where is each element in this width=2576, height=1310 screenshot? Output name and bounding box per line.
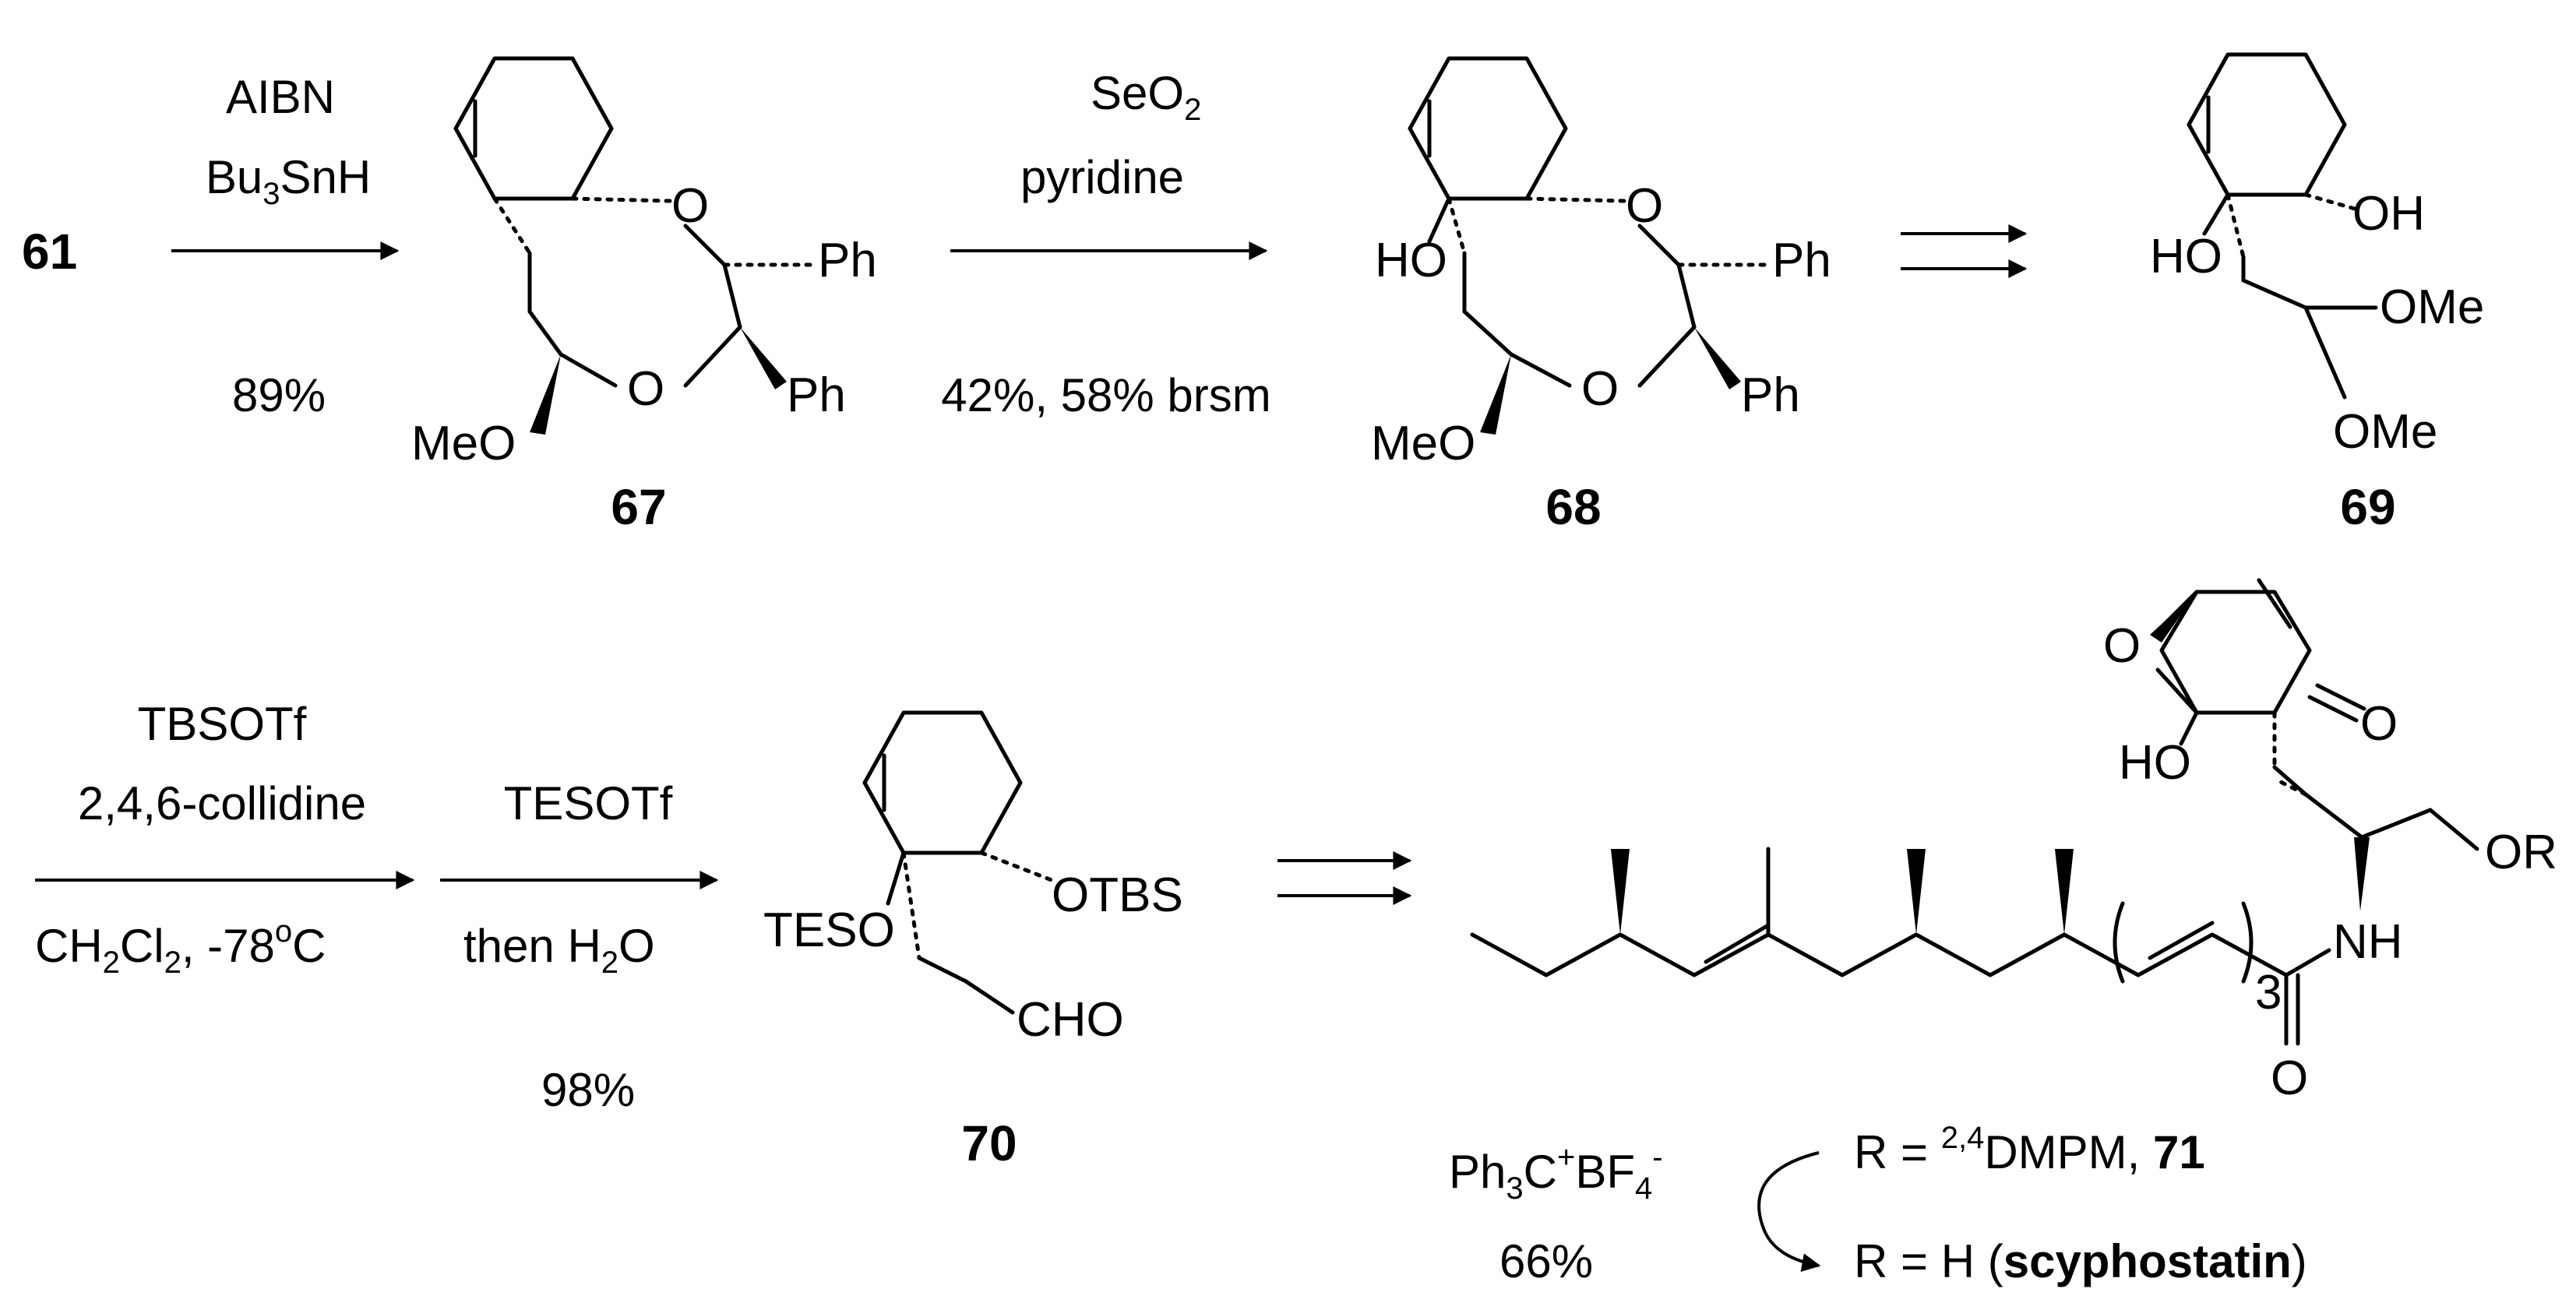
step1-yield: 89% bbox=[232, 369, 326, 421]
svg-text:MeO: MeO bbox=[411, 417, 516, 470]
svg-text:OMe: OMe bbox=[2380, 280, 2484, 334]
compound-71: 3 O NH OR O O HO bbox=[1470, 578, 2557, 1105]
step2-yield: 42%, 58% brsm bbox=[941, 369, 1271, 421]
final-arrow bbox=[1757, 1151, 1821, 1272]
r-line-1: R = 2,4DMPM, 71 bbox=[1854, 1121, 2205, 1178]
svg-text:HO: HO bbox=[2150, 230, 2222, 283]
step2-reagent1: SeO2 bbox=[1091, 67, 1201, 127]
final-reagent: Ph3C+BF4- bbox=[1449, 1140, 1663, 1206]
step4-line2: 2,4,6-collidine bbox=[78, 777, 366, 829]
final-step: Ph3C+BF4- 66% R = 2,4DMPM, 71 R = H (scy… bbox=[1449, 1121, 2307, 1287]
step4-line3: CH2Cl2, -78oC bbox=[35, 914, 326, 980]
svg-text:O: O bbox=[1626, 179, 1663, 233]
multistep-arrow-2 bbox=[1277, 851, 1412, 905]
compound-67-label: 67 bbox=[611, 479, 666, 535]
svg-text:OH: OH bbox=[2352, 187, 2425, 241]
step5-line1: TESOTf bbox=[504, 777, 673, 829]
svg-text:MeO: MeO bbox=[1371, 417, 1475, 470]
svg-text:TESO: TESO bbox=[763, 903, 895, 957]
compound-69-label: 69 bbox=[2340, 479, 2395, 535]
compound-68: HO O Ph O Ph MeO 68 bbox=[1371, 56, 1831, 535]
svg-text:CHO: CHO bbox=[1017, 993, 1124, 1047]
step4: TBSOTf 2,4,6-collidine CH2Cl2, -78oC bbox=[35, 698, 415, 980]
svg-text:O: O bbox=[671, 179, 709, 233]
compound-68-label: 68 bbox=[1545, 479, 1601, 535]
svg-text:OTBS: OTBS bbox=[1052, 868, 1183, 922]
step2-reagent2: pyridine bbox=[1020, 151, 1184, 203]
svg-text:Ph: Ph bbox=[1772, 234, 1831, 287]
compound-67: O Ph O Ph MeO 67 bbox=[411, 56, 877, 535]
svg-text:Ph: Ph bbox=[1741, 368, 1800, 422]
svg-text:O: O bbox=[2360, 697, 2398, 751]
step2: SeO2 pyridine 42%, 58% brsm bbox=[941, 67, 1271, 421]
step1-reagent2: Bu3SnH bbox=[206, 151, 371, 211]
starting-material-label: 61 bbox=[22, 224, 77, 280]
svg-text:O: O bbox=[1581, 362, 1619, 416]
compound-70: TESO OTBS CHO 70 bbox=[763, 710, 1183, 1171]
multistep-arrow-1 bbox=[1901, 224, 2028, 278]
svg-text:OMe: OMe bbox=[2333, 405, 2437, 459]
svg-text:HO: HO bbox=[1375, 234, 1447, 287]
step5-line2: then H2O bbox=[463, 920, 655, 980]
svg-text:O: O bbox=[2271, 1051, 2308, 1105]
r-line-2: R = H (scyphostatin) bbox=[1854, 1235, 2307, 1287]
svg-text:HO: HO bbox=[2119, 736, 2191, 790]
step5: TESOTf then H2O 98% bbox=[440, 777, 719, 1116]
step1-reagent1: AIBN bbox=[226, 71, 335, 123]
svg-text:3: 3 bbox=[2255, 966, 2282, 1019]
svg-text:Ph: Ph bbox=[787, 368, 846, 422]
svg-text:NH: NH bbox=[2333, 915, 2403, 969]
compound-70-label: 70 bbox=[961, 1115, 1017, 1171]
svg-text:OR: OR bbox=[2485, 826, 2557, 879]
step1: AIBN Bu3SnH 89% bbox=[171, 71, 400, 421]
compound-69: HO OH OMe OMe 69 bbox=[2150, 52, 2484, 535]
svg-text:Ph: Ph bbox=[818, 234, 877, 287]
step5-yield: 98% bbox=[541, 1064, 635, 1116]
svg-text:O: O bbox=[2103, 619, 2141, 673]
svg-text:O: O bbox=[627, 362, 664, 416]
step4-line1: TBSOTf bbox=[138, 698, 307, 750]
final-yield: 66% bbox=[1499, 1235, 1593, 1287]
